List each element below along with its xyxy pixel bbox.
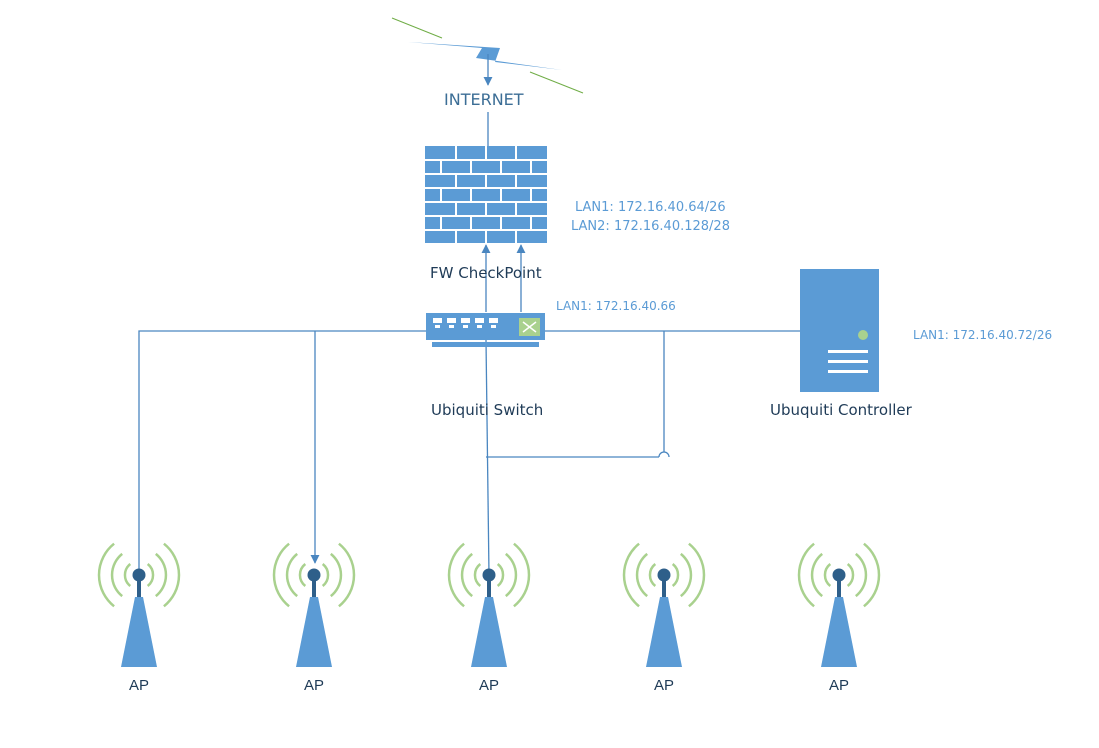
- access-point-icon: [797, 542, 881, 667]
- signal-wave-icon: [810, 552, 824, 598]
- signal-wave-icon: [823, 563, 832, 587]
- internet-label: INTERNET: [444, 90, 524, 109]
- signal-wave-icon: [447, 542, 465, 608]
- ap-label: AP: [828, 677, 849, 694]
- signal-wave-icon: [338, 542, 356, 608]
- signal-wave-icon: [513, 542, 531, 608]
- controller-server-icon: [800, 269, 879, 392]
- signal-wave-icon: [671, 563, 680, 587]
- access-points: [97, 542, 881, 667]
- signal-wave-icon: [146, 563, 155, 587]
- signal-wave-icon: [123, 563, 132, 587]
- antenna-mast-icon: [646, 597, 682, 667]
- firewall-icon: [425, 146, 547, 243]
- ap-label: AP: [128, 677, 149, 694]
- signal-wave-icon: [854, 552, 868, 598]
- access-point-icon: [622, 542, 706, 667]
- signal-wave-icon: [298, 563, 307, 587]
- antenna-node-icon: [307, 568, 321, 582]
- antenna-mast-icon: [296, 597, 332, 667]
- signal-wave-icon: [846, 563, 855, 587]
- signal-wave-icon: [163, 542, 181, 608]
- signal-wave-icon: [679, 552, 693, 598]
- antenna-node-icon: [832, 568, 846, 582]
- signal-wave-icon: [321, 563, 330, 587]
- signal-wave-icon: [797, 542, 815, 608]
- switch-icon: [426, 313, 545, 347]
- ap-label: AP: [303, 677, 324, 694]
- firewall-label: FW CheckPoint: [430, 264, 542, 282]
- firewall-lan2-label: LAN2: 172.16.40.128/28: [571, 219, 730, 234]
- signal-wave-icon: [154, 552, 168, 598]
- signal-wave-icon: [622, 542, 640, 608]
- antenna-mast-icon: [121, 597, 157, 667]
- signal-wave-icon: [285, 552, 299, 598]
- signal-wave-icon: [496, 563, 505, 587]
- ap-label: AP: [653, 677, 674, 694]
- signal-wave-icon: [473, 563, 482, 587]
- signal-wave-icon: [504, 552, 518, 598]
- antenna-mast-icon: [821, 597, 857, 667]
- signal-wave-icon: [97, 542, 115, 608]
- access-point-icon: [272, 542, 356, 667]
- signal-wave-icon: [329, 552, 343, 598]
- signal-wave-icon: [648, 563, 657, 587]
- signal-wave-icon: [688, 542, 706, 608]
- signal-wave-icon: [863, 542, 881, 608]
- controller-label: Ubuquiti Controller: [770, 401, 912, 419]
- signal-wave-icon: [635, 552, 649, 598]
- ap-label: AP: [478, 677, 499, 694]
- signal-wave-icon: [272, 542, 290, 608]
- signal-wave-icon: [460, 552, 474, 598]
- antenna-mast-icon: [471, 597, 507, 667]
- link-switch-ap1: [138, 330, 426, 575]
- controller-lan1-label: LAN1: 172.16.40.72/26: [913, 328, 1053, 342]
- internet-lightning-icon: [391, 17, 584, 94]
- switch-lan1-label: LAN1: 172.16.40.66: [556, 299, 676, 313]
- antenna-node-icon: [657, 568, 671, 582]
- access-point-icon: [97, 542, 181, 667]
- access-point-icon: [447, 542, 531, 667]
- signal-wave-icon: [110, 552, 124, 598]
- connection-lines: [138, 54, 839, 576]
- antenna-node-icon: [132, 568, 146, 582]
- antenna-node-icon: [482, 568, 496, 582]
- firewall-lan1-label: LAN1: 172.16.40.64/26: [575, 200, 726, 215]
- switch-label: Ubiquiti Switch: [431, 401, 544, 419]
